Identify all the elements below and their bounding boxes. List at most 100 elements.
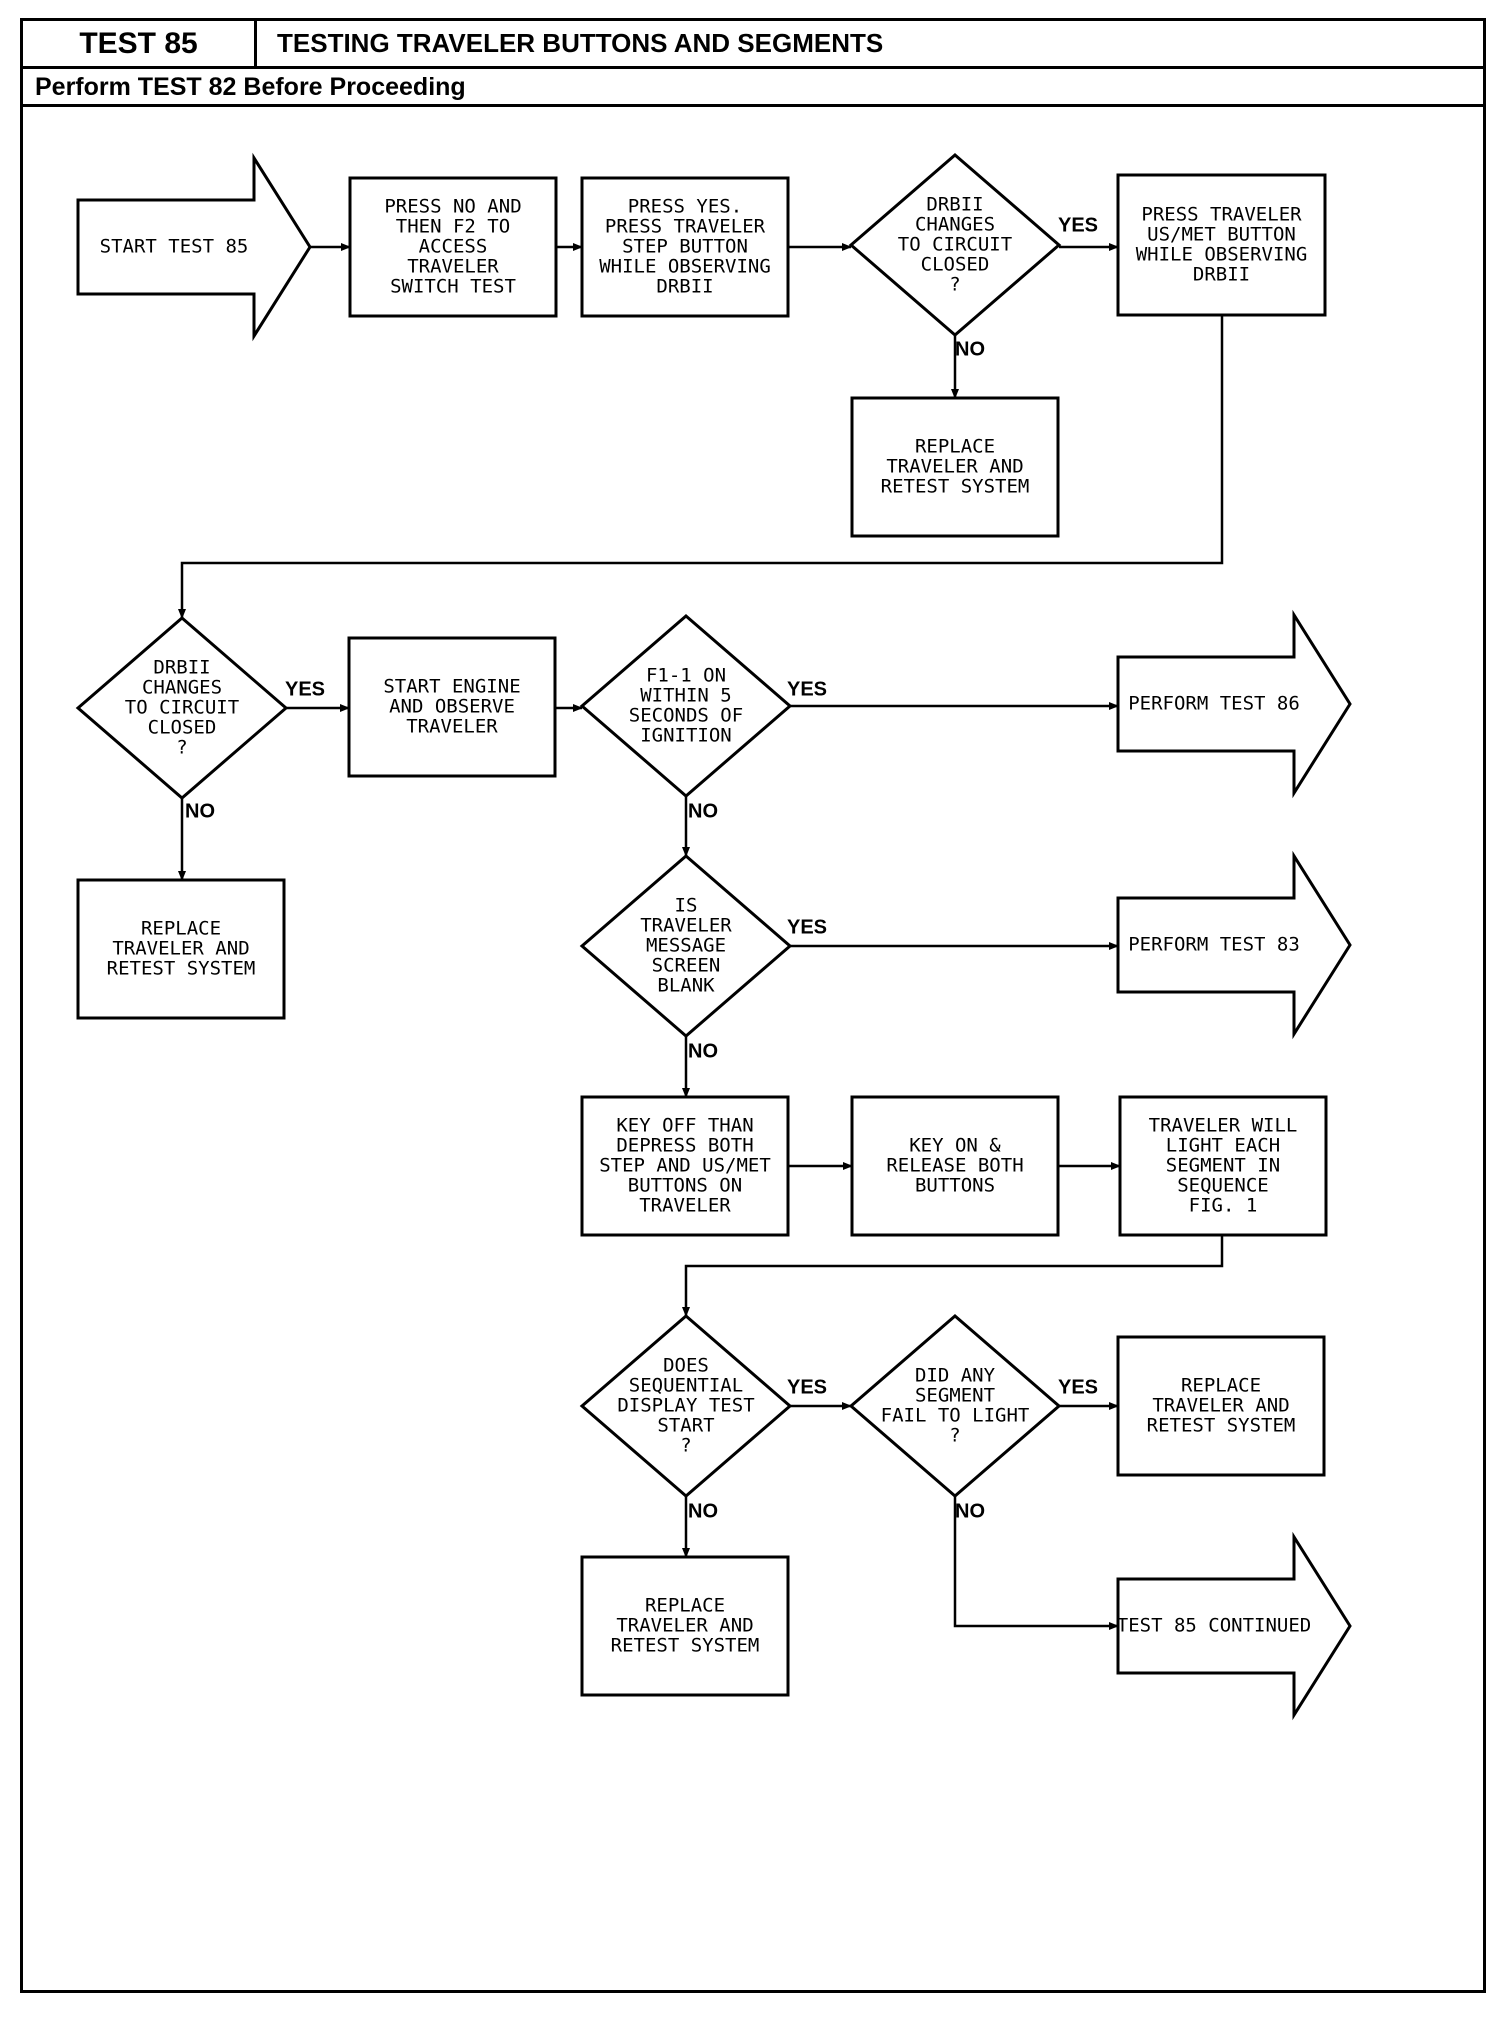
node-text-line: ? <box>949 274 960 296</box>
node-text-line: IS <box>675 895 698 917</box>
node-text-line: KEY OFF THAN <box>616 1115 753 1137</box>
node-perform-86: PERFORM TEST 86 <box>1116 609 1352 799</box>
node-text-line: WHILE OBSERVING <box>599 256 771 278</box>
node-text-line: ? <box>680 1435 691 1457</box>
node-text-line: DRBII <box>656 276 713 298</box>
node-text-line: DOES <box>663 1355 709 1377</box>
node-text-line: START <box>657 1415 714 1437</box>
node-text-line: FAIL TO LIGHT <box>881 1405 1030 1427</box>
branch-label-yes: YES <box>787 678 827 700</box>
branch-label-no: NO <box>185 800 215 822</box>
flow-connector <box>953 1496 1119 1630</box>
node-text-line: START TEST 85 <box>100 236 249 258</box>
node-text-line: SEQUENCE <box>1177 1175 1269 1197</box>
node-text-line: CLOSED <box>921 254 990 276</box>
node-text-line: TO CIRCUIT <box>125 697 239 719</box>
node-text-line: RETEST SYSTEM <box>881 476 1030 498</box>
node-text-line: START ENGINE <box>383 676 520 698</box>
node-text-line: SEQUENTIAL <box>629 1375 743 1397</box>
node-text-line: RETEST SYSTEM <box>1147 1415 1296 1437</box>
node-text-line: STEP AND US/MET <box>599 1155 771 1177</box>
node-text-line: SCREEN <box>652 955 721 977</box>
node-text-line: STEP BUTTON <box>622 236 748 258</box>
page-title: TESTING TRAVELER BUTTONS AND SEGMENTS <box>277 28 884 58</box>
node-text-line: ACCESS <box>419 236 488 258</box>
node-text-line: WHILE OBSERVING <box>1136 244 1308 266</box>
node-text-line: TRAVELER WILL <box>1149 1115 1298 1137</box>
node-text-line: BUTTONS <box>915 1175 995 1197</box>
node-text-line: F1-1 ON <box>646 665 726 687</box>
node-text-line: REPLACE <box>1181 1375 1261 1397</box>
node-text-line: TRAVELER AND <box>112 938 249 960</box>
node-text-line: RETEST SYSTEM <box>107 958 256 980</box>
node-text-line: LIGHT EACH <box>1166 1135 1280 1157</box>
node-text-line: DID ANY <box>915 1365 996 1387</box>
test-number: TEST 85 <box>23 21 257 66</box>
page-subtitle: Perform TEST 82 Before Proceeding <box>23 69 1483 107</box>
branch-label-yes: YES <box>1058 214 1098 236</box>
node-text-line: SEGMENT <box>915 1385 995 1407</box>
node-text-line: DRBII <box>1193 264 1250 286</box>
branch-label-yes: YES <box>787 916 827 938</box>
node-text-line: US/MET BUTTON <box>1147 224 1296 246</box>
node-text-line: DRBII <box>926 194 983 216</box>
node-text-line: THEN F2 TO <box>396 216 510 238</box>
node-text-line: REPLACE <box>645 1595 725 1617</box>
node-text-line: TRAVELER AND <box>886 456 1023 478</box>
node-text-line: MESSAGE <box>646 935 726 957</box>
node-text-line: AND OBSERVE <box>389 696 515 718</box>
node-text-line: DRBII <box>153 657 210 679</box>
node-text-line: TRAVELER AND <box>616 1615 753 1637</box>
node-text-line: PERFORM TEST 83 <box>1128 934 1300 956</box>
node-text-line: DISPLAY TEST <box>617 1395 754 1417</box>
node-text-line: SECONDS OF <box>629 705 743 727</box>
node-text-line: CLOSED <box>148 717 217 739</box>
branch-label-no: NO <box>955 1500 985 1522</box>
node-text-line: CHANGES <box>142 677 222 699</box>
node-text-line: DEPRESS BOTH <box>616 1135 753 1157</box>
node-start: START TEST 85 <box>76 152 312 342</box>
flow-connector <box>682 1235 1224 1317</box>
node-text-line: PRESS TRAVELER <box>605 216 766 238</box>
node-text-line: PRESS TRAVELER <box>1141 204 1302 226</box>
node-text-line: ? <box>176 737 187 759</box>
node-text-line: REPLACE <box>141 918 221 940</box>
node-text-line: CHANGES <box>915 214 995 236</box>
node-text-line: SEGMENT IN <box>1166 1155 1280 1177</box>
node-text-line: TRAVELER <box>639 1195 731 1217</box>
branch-label-yes: YES <box>1058 1376 1098 1398</box>
node-text-line: SWITCH TEST <box>390 276 516 298</box>
node-text-line: TRAVELER <box>406 716 498 738</box>
node-text-line: ? <box>949 1425 960 1447</box>
node-continued: TEST 85 CONTINUED <box>1116 1531 1352 1721</box>
node-text-line: WITHIN 5 <box>640 685 732 707</box>
node-text-line: PRESS NO AND <box>384 196 521 218</box>
node-text-line: TRAVELER <box>640 915 732 937</box>
branch-label-yes: YES <box>285 678 325 700</box>
branch-label-yes: YES <box>787 1376 827 1398</box>
node-text-line: TRAVELER AND <box>1152 1395 1289 1417</box>
page-frame: TEST 85 TESTING TRAVELER BUTTONS AND SEG… <box>20 18 1486 1993</box>
branch-label-no: NO <box>688 1040 718 1062</box>
node-text-line: RETEST SYSTEM <box>611 1635 760 1657</box>
node-text-line: RELEASE BOTH <box>886 1155 1023 1177</box>
node-text-line: TRAVELER <box>407 256 499 278</box>
